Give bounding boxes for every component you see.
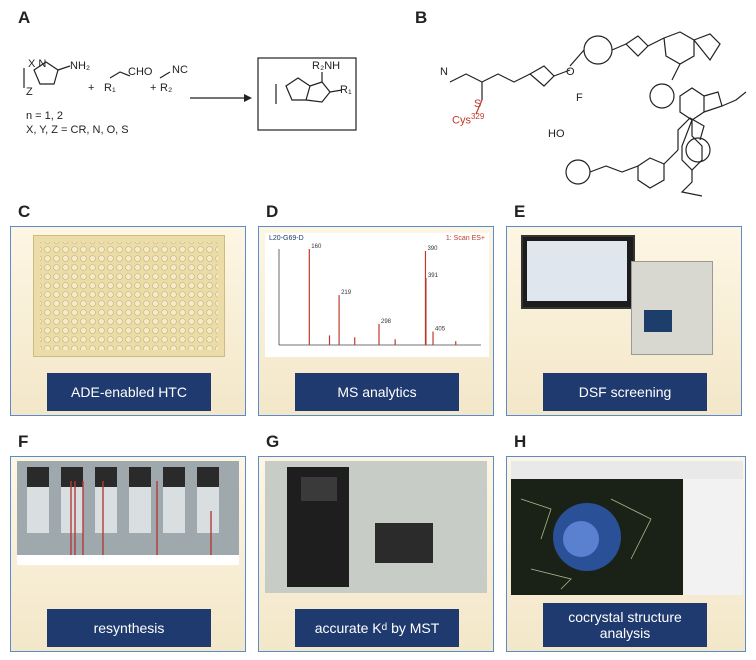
caption-g-tail: by MST	[387, 620, 440, 636]
laptop	[375, 523, 433, 563]
cys-text: Cys	[452, 114, 471, 127]
software-toolbar	[511, 461, 743, 479]
note-xyz: X, Y, Z = CR, N, O, S	[26, 124, 129, 136]
caption-c: ADE-enabled HTC	[47, 373, 211, 411]
reactant1-amine: NH₂	[70, 60, 91, 72]
ms-peak-label: 298	[381, 319, 392, 325]
panel-d: L20-G69-D 1: Scan ES+ 160 390 219 391 298 405…	[258, 226, 494, 416]
mst-display	[301, 477, 337, 501]
cys-residue-number: 329	[470, 112, 485, 121]
panel-h: cocrystal structure analysis	[506, 456, 746, 652]
monitor-photo	[521, 235, 635, 309]
reactant1-ring-atoms: X N	[28, 58, 47, 70]
ms-spectrum: L20-G69-D 1: Scan ES+ 160 390 219 391 298 405	[265, 233, 489, 357]
oxygen-label: O	[566, 66, 575, 78]
structures-drawing	[449, 31, 747, 197]
instrument-display	[644, 310, 672, 332]
product-r1: R₁	[340, 84, 352, 96]
panel-label-e: E	[514, 202, 526, 221]
aldehyde-r: R₁	[104, 82, 116, 94]
ms-peak-label: 160	[311, 244, 322, 250]
mst-photo	[265, 461, 487, 593]
isocyanide-r: R₂	[160, 82, 173, 94]
caption-h-line2: analysis	[599, 625, 651, 641]
panel-f: resynthesis	[10, 456, 246, 652]
caption-f: resynthesis	[47, 609, 211, 647]
panel-label-b: B	[415, 8, 428, 27]
hydroxyl-label: HO	[548, 128, 565, 140]
plus-sign-2: +	[150, 82, 157, 94]
monitor-screen	[527, 241, 627, 301]
caption-h: cocrystal structure analysis	[543, 603, 707, 647]
ms-peak-label: 390	[427, 246, 438, 252]
cys-label: Cys329	[452, 112, 484, 127]
caption-d: MS analytics	[295, 373, 459, 411]
reaction-scheme-drawing	[23, 57, 357, 131]
panel-label-f: F	[18, 432, 29, 451]
electron-density-view	[520, 498, 652, 590]
plus-sign-1: +	[88, 82, 95, 94]
reactant1-ring-atoms-bottom: Z	[26, 86, 33, 98]
panel-label-d: D	[266, 202, 279, 221]
product-r2nh: R₂NH	[312, 60, 341, 72]
fluorine-label: F	[576, 92, 583, 104]
caption-g-main: accurate K	[314, 620, 382, 636]
caption-g-sub: d	[381, 622, 388, 633]
dsf-instrument	[631, 261, 713, 355]
residue-list-panel	[683, 479, 743, 595]
sulfur-label: S	[474, 98, 482, 110]
panel-e: DSF screening	[506, 226, 742, 416]
panel-label-h: H	[514, 432, 527, 451]
ms-peaks-svg: 160 390 219 391 298 405	[278, 244, 481, 346]
ms-peak-label: 405	[435, 327, 446, 333]
isocyanide-group: NC	[172, 64, 188, 76]
well-grid	[40, 242, 218, 350]
well-plate-photo	[33, 235, 225, 357]
panel-c: ADE-enabled HTC	[10, 226, 246, 416]
ms-peak-label: 391	[428, 273, 439, 279]
panel-label-g: G	[266, 432, 280, 451]
caption-h-line1: cocrystal structure	[568, 609, 682, 625]
panel-label-a: A	[18, 8, 31, 27]
vials-drawing	[17, 467, 239, 565]
caption-e: DSF screening	[543, 373, 707, 411]
note-n: n = 1, 2	[26, 110, 64, 122]
dimethylamine-n: N	[440, 66, 448, 78]
scan-label: 1: Scan ES+	[445, 235, 485, 242]
ms-peak-label: 219	[341, 290, 352, 296]
aldehyde-group: CHO	[128, 66, 153, 78]
structure-software-window	[511, 461, 743, 595]
vials-photo	[17, 461, 239, 565]
spectrum-title: L20-G69-D	[269, 235, 304, 242]
mst-instrument	[287, 467, 349, 587]
panel-label-c: C	[18, 202, 31, 221]
